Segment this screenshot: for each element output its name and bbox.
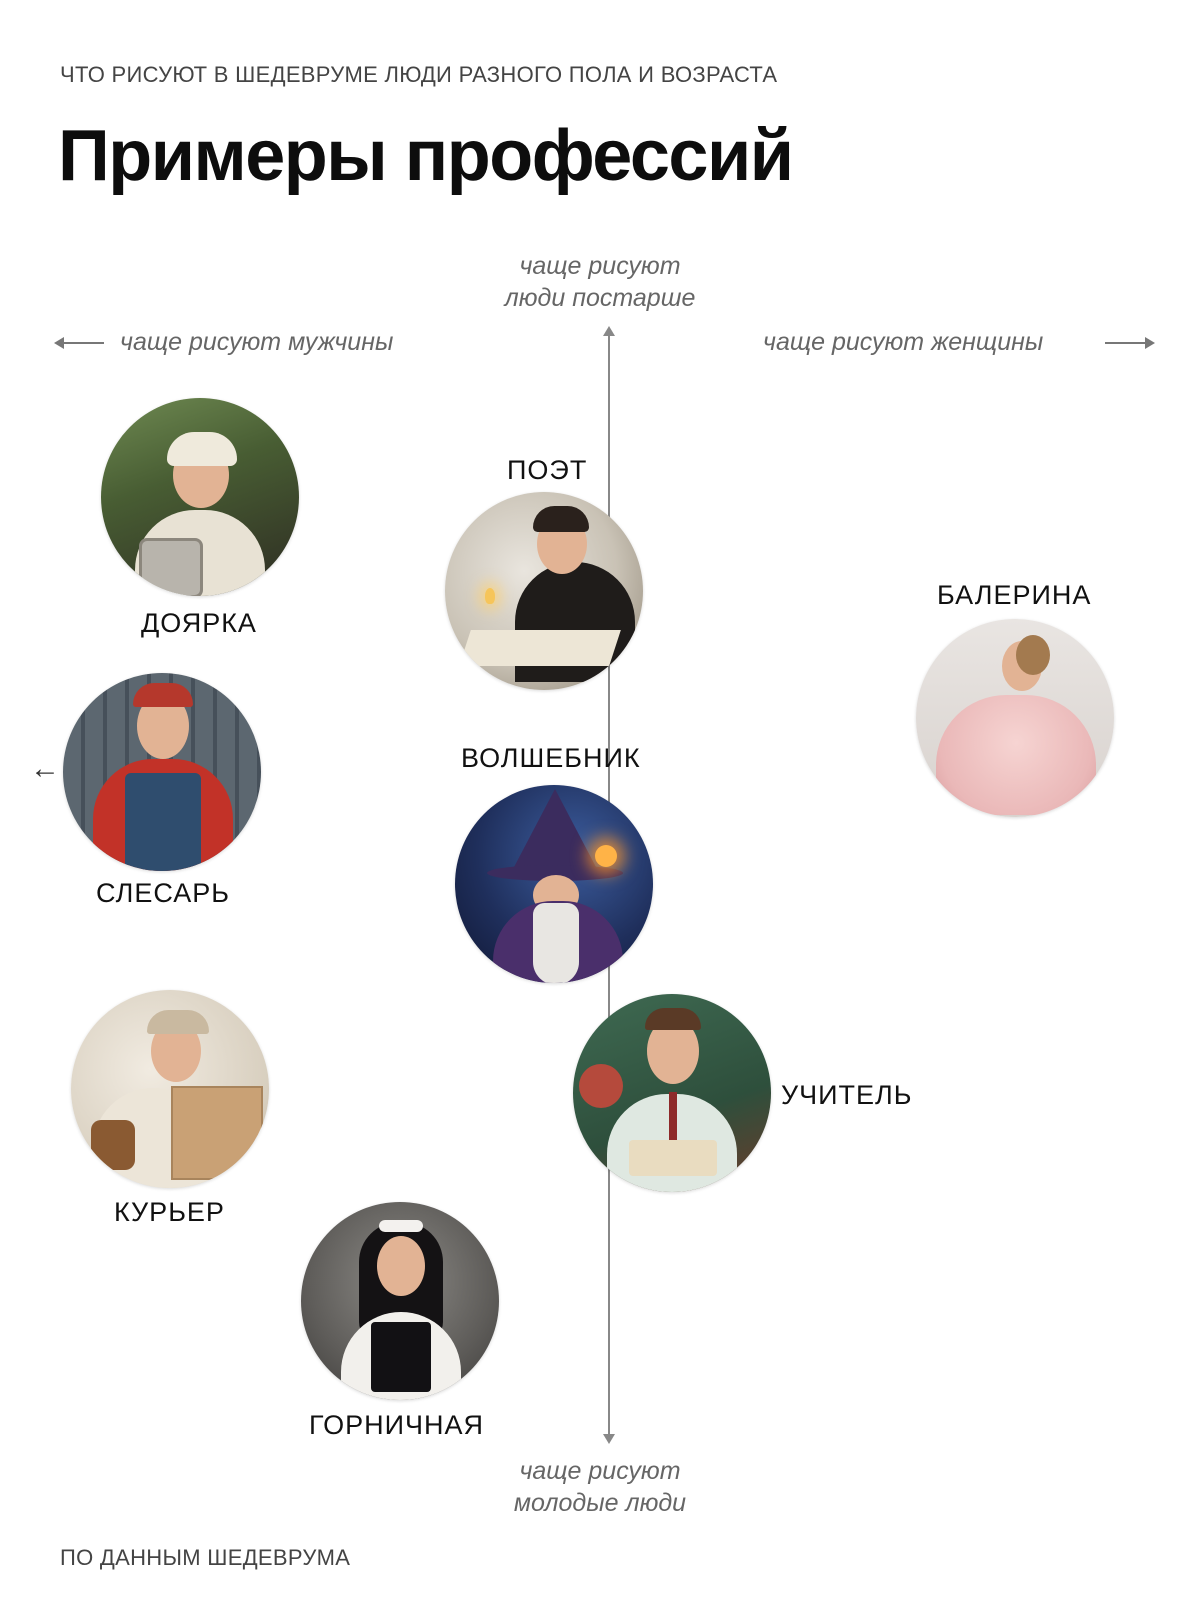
axis-label-older: чаще рисуют люди постарше [504, 252, 696, 312]
profession-label: ГОРНИЧНАЯ [309, 1410, 485, 1440]
teacher-portrait-icon [573, 994, 771, 1192]
profession-label: КУРЬЕР [114, 1197, 225, 1227]
page-title: Примеры профессий [58, 116, 794, 196]
poet-portrait-icon [445, 492, 643, 690]
arrow-right-icon [1105, 337, 1155, 349]
profession-label: ПОЭТ [507, 455, 588, 485]
profession-label: СЛЕСАРЬ [96, 878, 230, 908]
profession-label: ДОЯРКА [141, 608, 257, 638]
source-footer: ПО ДАННЫМ ШЕДЕВРУМА [60, 1545, 351, 1570]
milkmaid-portrait-icon [101, 398, 299, 596]
ballerina-portrait-icon [916, 619, 1114, 817]
arrow-left-icon [54, 337, 104, 349]
axis-label-younger: чаще рисуют молодые люди [513, 1457, 687, 1517]
kicker-text: ЧТО РИСУЮТ В ШЕДЕВРУМЕ ЛЮДИ РАЗНОГО ПОЛА… [60, 62, 778, 87]
wizard-portrait-icon [455, 785, 653, 983]
profession-label: БАЛЕРИНА [937, 580, 1092, 610]
profession-label: ВОЛШЕБНИК [461, 743, 641, 773]
courier-portrait-icon [71, 990, 269, 1188]
maid-portrait-icon [301, 1202, 499, 1400]
profession-label: УЧИТЕЛЬ [781, 1080, 913, 1110]
offscale-arrow-icon: ← [30, 752, 60, 785]
axis-label-women: чаще рисуют женщины [763, 328, 1044, 356]
locksmith-portrait-icon [63, 673, 261, 871]
axis-label-men: чаще рисуют мужчины [120, 328, 394, 356]
